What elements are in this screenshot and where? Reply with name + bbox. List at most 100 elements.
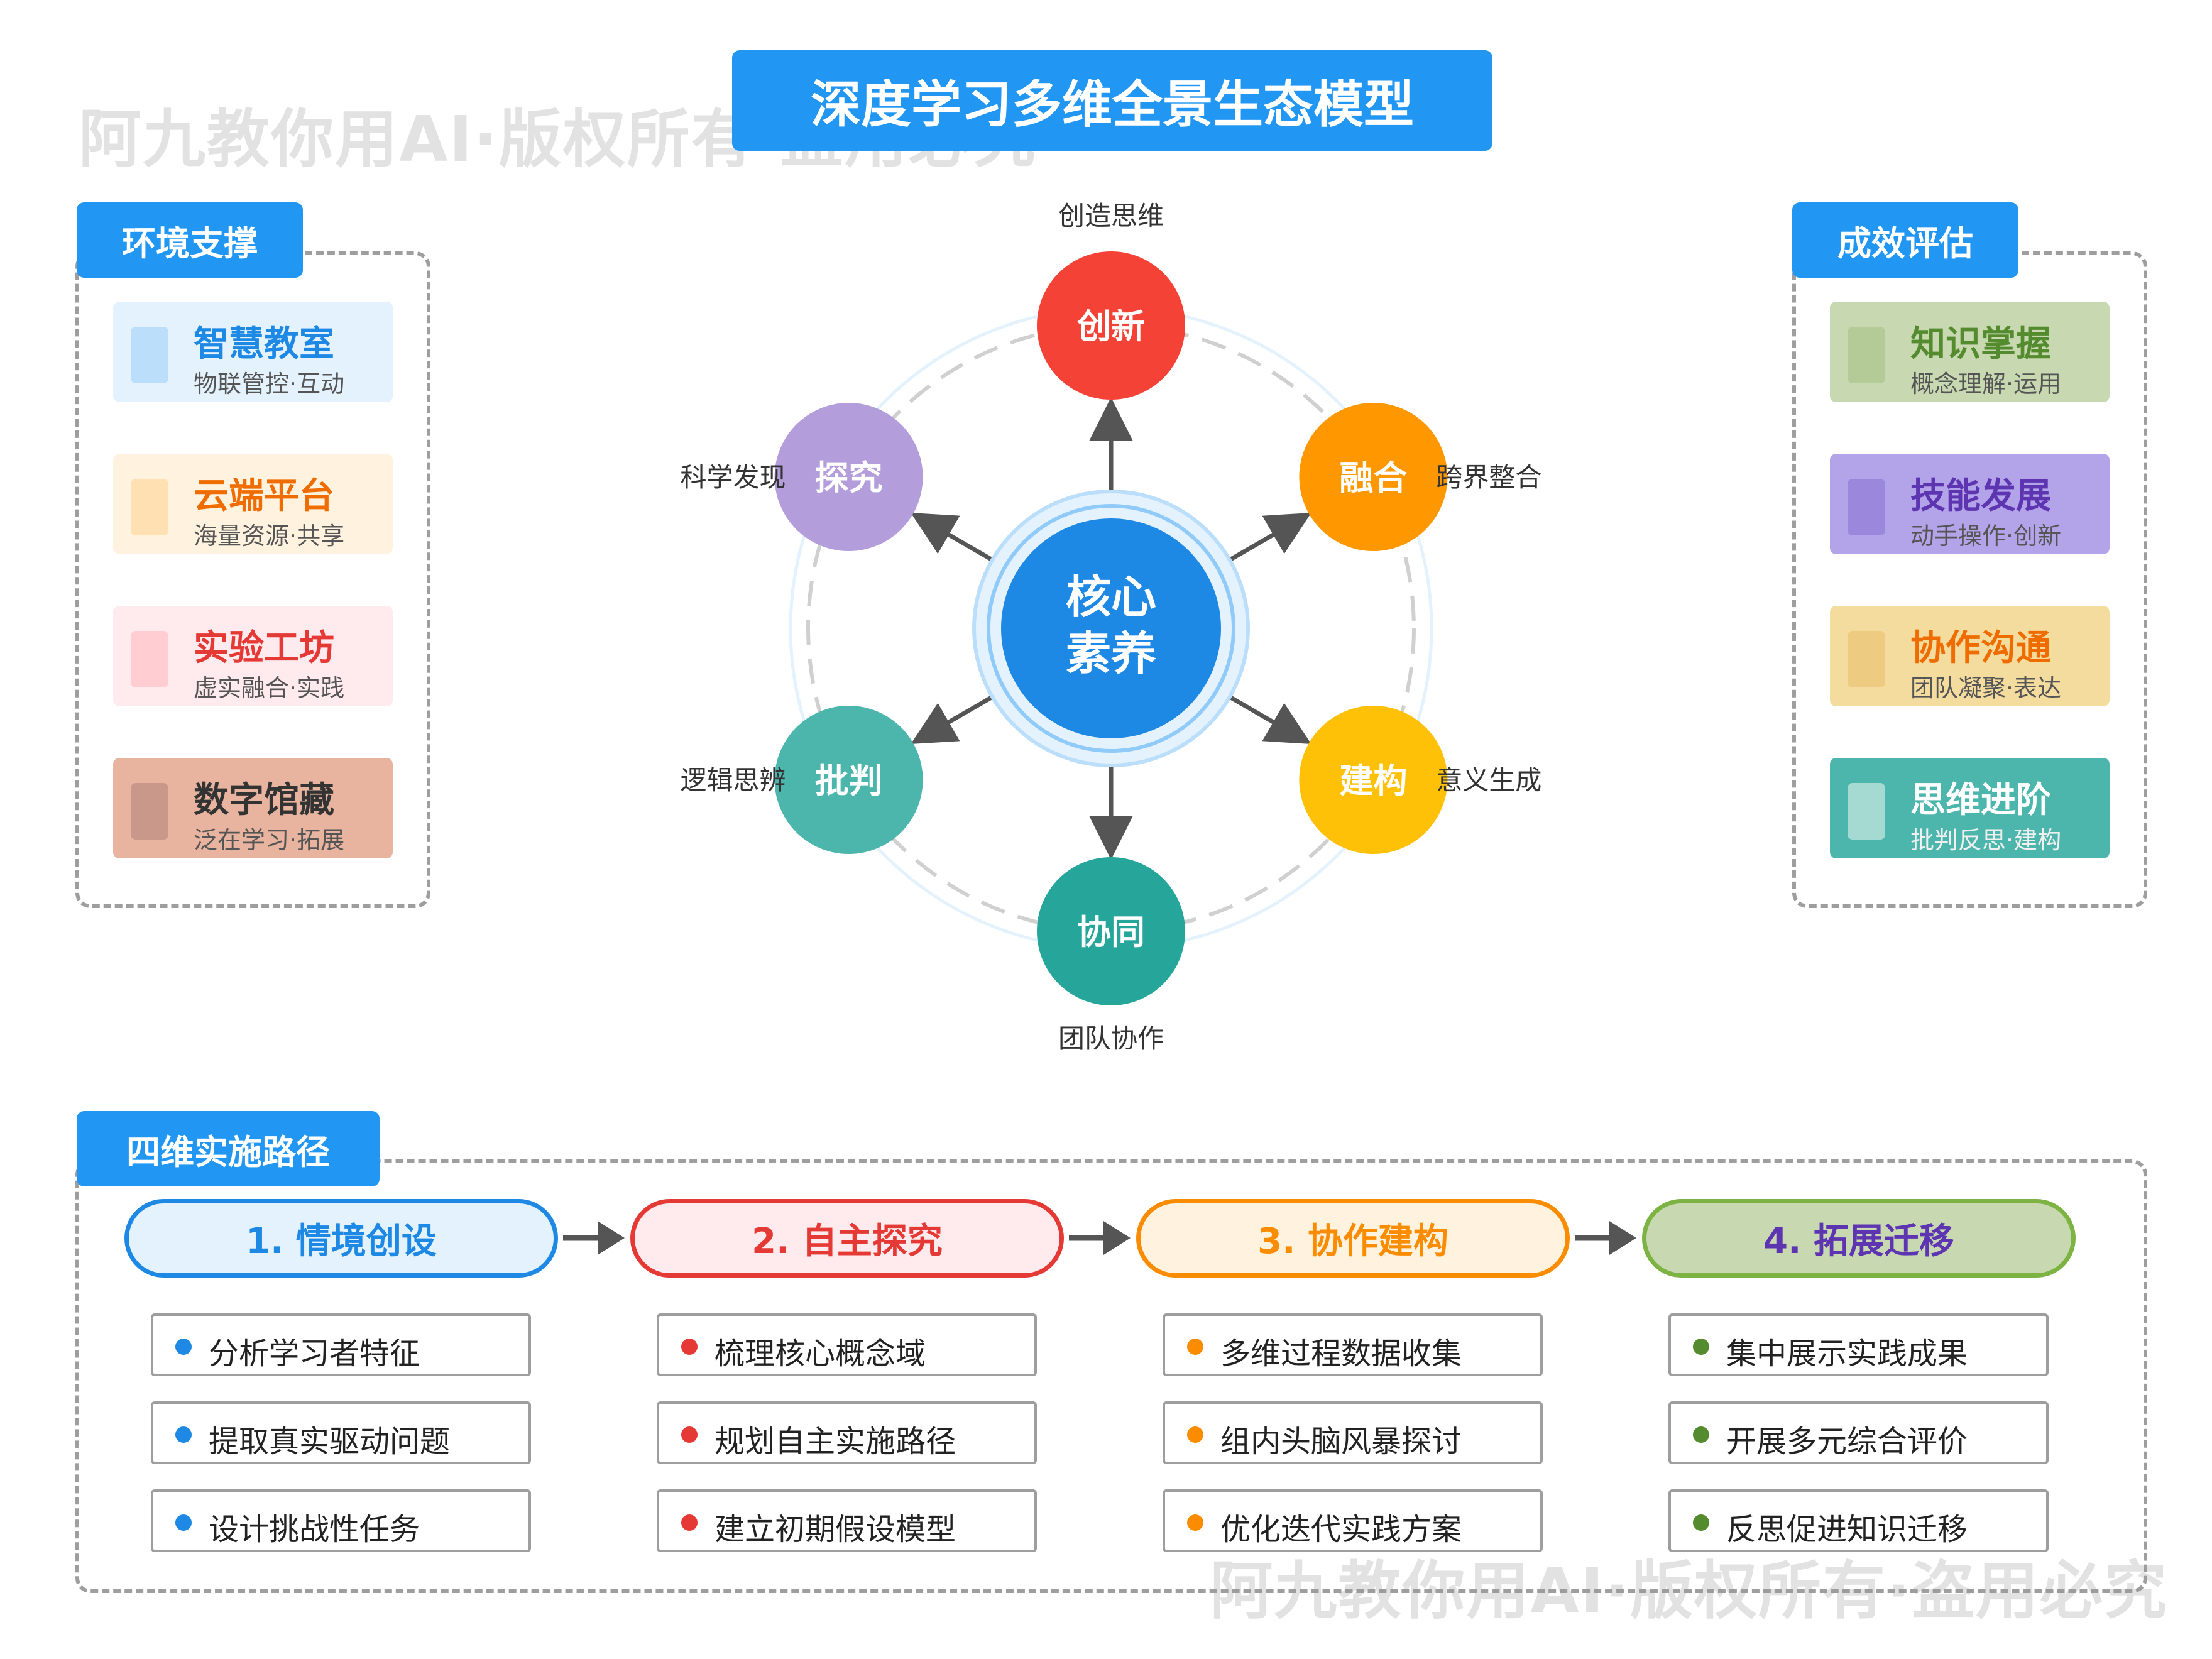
card-marker-icon (131, 327, 168, 383)
environment-card: 智慧教室物联管控·互动 (113, 302, 393, 402)
step-item: 分析学习者特征 (151, 1313, 531, 1376)
watermark-bottom: 阿九教你用AI·版权所有·盗用必究 (1210, 1554, 2168, 1628)
step-pill: 1. 情境创设 (124, 1199, 558, 1278)
node-label: 建构 (1339, 761, 1407, 801)
step-item: 集中展示实践成果 (1668, 1313, 2049, 1376)
card-title: 技能发展 (1910, 476, 2051, 517)
step-item-label: 提取真实驱动问题 (209, 1424, 451, 1459)
page-title: 深度学习多维全景生态模型 (732, 50, 1492, 151)
node-description: 意义生成 (1436, 765, 1541, 796)
assessment-card: 协作沟通团队凝聚·表达 (1830, 606, 2110, 706)
flow-arrow-icon (1069, 1216, 1132, 1262)
node-circle (1299, 706, 1448, 854)
card-marker-icon (1848, 783, 1885, 840)
bullet-dot-icon (1187, 1339, 1203, 1355)
assessment-card: 知识掌握概念理解·运用 (1830, 302, 2110, 402)
bullet-dot-icon (1693, 1339, 1709, 1355)
node-circle (1037, 251, 1185, 400)
flow-arrow-icon (1575, 1216, 1638, 1262)
environment-card: 实验工坊虚实融合·实践 (113, 606, 393, 706)
step-item-label: 梳理核心概念域 (715, 1336, 926, 1371)
flow-arrow-icon (563, 1216, 626, 1262)
card-title: 思维进阶 (1910, 780, 2051, 821)
step-item: 反思促进知识迁移 (1668, 1489, 2049, 1552)
node-circle (774, 403, 923, 551)
node-description: 跨界整合 (1436, 462, 1541, 493)
step-item: 规划自主实施路径 (657, 1401, 1037, 1464)
node-circle (774, 706, 923, 854)
bullet-dot-icon (1693, 1514, 1709, 1531)
step-item-label: 组内头脑风暴探讨 (1220, 1424, 1462, 1459)
node-label: 创新 (1077, 307, 1145, 346)
card-marker-icon (131, 631, 168, 687)
node-label: 探究 (815, 458, 883, 498)
bullet-dot-icon (1187, 1514, 1203, 1531)
environment-card: 数字馆藏泛在学习·拓展 (113, 758, 393, 858)
step-item: 建立初期假设模型 (657, 1489, 1037, 1552)
step-item-label: 规划自主实施路径 (715, 1424, 956, 1459)
core-circle (1001, 518, 1221, 738)
assessment-panel-tag: 成效评估 (1792, 202, 2018, 278)
step-item: 设计挑战性任务 (151, 1489, 531, 1552)
step-pill: 4. 拓展迁移 (1642, 1199, 2076, 1278)
node-label: 批判 (815, 761, 883, 801)
node-label: 协同 (1077, 912, 1145, 952)
card-subtitle: 海量资源·共享 (194, 522, 345, 550)
node-description: 逻辑思辨 (681, 765, 786, 796)
step-item: 开展多元综合评价 (1668, 1401, 2049, 1464)
bullet-dot-icon (1693, 1426, 1709, 1443)
card-marker-icon (131, 479, 168, 535)
card-title: 云端平台 (194, 476, 334, 517)
step-item: 多维过程数据收集 (1163, 1313, 1543, 1376)
card-subtitle: 团队凝聚·表达 (1910, 674, 2062, 702)
card-subtitle: 物联管控·互动 (194, 370, 345, 398)
card-subtitle: 概念理解·运用 (1910, 370, 2062, 398)
card-subtitle: 批判反思·建构 (1910, 826, 2062, 854)
card-subtitle: 虚实融合·实践 (194, 674, 345, 702)
card-marker-icon (1848, 479, 1885, 535)
bullet-dot-icon (681, 1514, 698, 1531)
card-marker-icon (1848, 631, 1885, 687)
node-description: 创造思维 (1058, 200, 1164, 231)
bullet-dot-icon (1187, 1426, 1203, 1443)
card-title: 实验工坊 (194, 628, 334, 669)
step-item-label: 集中展示实践成果 (1726, 1336, 1968, 1371)
step-item-label: 设计挑战性任务 (209, 1512, 420, 1547)
step-item-label: 优化迭代实践方案 (1220, 1512, 1462, 1547)
assessment-card: 技能发展动手操作·创新 (1830, 454, 2110, 554)
node-label: 融合 (1339, 458, 1407, 498)
card-title: 协作沟通 (1910, 628, 2051, 669)
node-circle (1037, 857, 1185, 1005)
step-item: 优化迭代实践方案 (1163, 1489, 1543, 1552)
environment-panel-tag: 环境支撑 (77, 202, 303, 278)
card-title: 知识掌握 (1910, 324, 2051, 364)
card-marker-icon (131, 783, 168, 840)
card-subtitle: 动手操作·创新 (1910, 522, 2062, 550)
step-item-label: 反思促进知识迁移 (1726, 1512, 1968, 1547)
bullet-dot-icon (681, 1426, 698, 1443)
step-pill: 3. 协作建构 (1136, 1199, 1570, 1278)
bullet-dot-icon (175, 1339, 192, 1355)
step-item-label: 分析学习者特征 (209, 1336, 420, 1371)
step-item-label: 开展多元综合评价 (1726, 1424, 1968, 1459)
node-description: 科学发现 (681, 462, 786, 493)
assessment-card: 思维进阶批判反思·建构 (1830, 758, 2110, 858)
node-circle (1299, 403, 1448, 551)
bullet-dot-icon (175, 1426, 192, 1443)
card-title: 智慧教室 (194, 324, 334, 364)
card-subtitle: 泛在学习·拓展 (194, 826, 345, 854)
environment-card: 云端平台海量资源·共享 (113, 454, 393, 554)
node-description: 团队协作 (1058, 1023, 1164, 1054)
step-item: 提取真实驱动问题 (151, 1401, 531, 1464)
step-pill: 2. 自主探究 (630, 1199, 1064, 1278)
core-competency-diagram: 核心 素养 创新 创造思维融合跨界整合建构意义生成协同团队协作 批判逻辑思辨 探究科学… (681, 200, 1542, 1054)
step-item: 组内头脑风暴探讨 (1163, 1401, 1543, 1464)
step-item: 梳理核心概念域 (657, 1313, 1037, 1376)
bullet-dot-icon (681, 1339, 698, 1355)
step-item-label: 建立初期假设模型 (715, 1512, 956, 1547)
step-item-label: 多维过程数据收集 (1220, 1336, 1462, 1371)
core-label-line1: 核心 (1066, 571, 1156, 623)
implementation-panel (75, 1159, 2147, 1593)
core-label-line2: 素养 (1066, 627, 1156, 680)
bullet-dot-icon (175, 1514, 192, 1531)
